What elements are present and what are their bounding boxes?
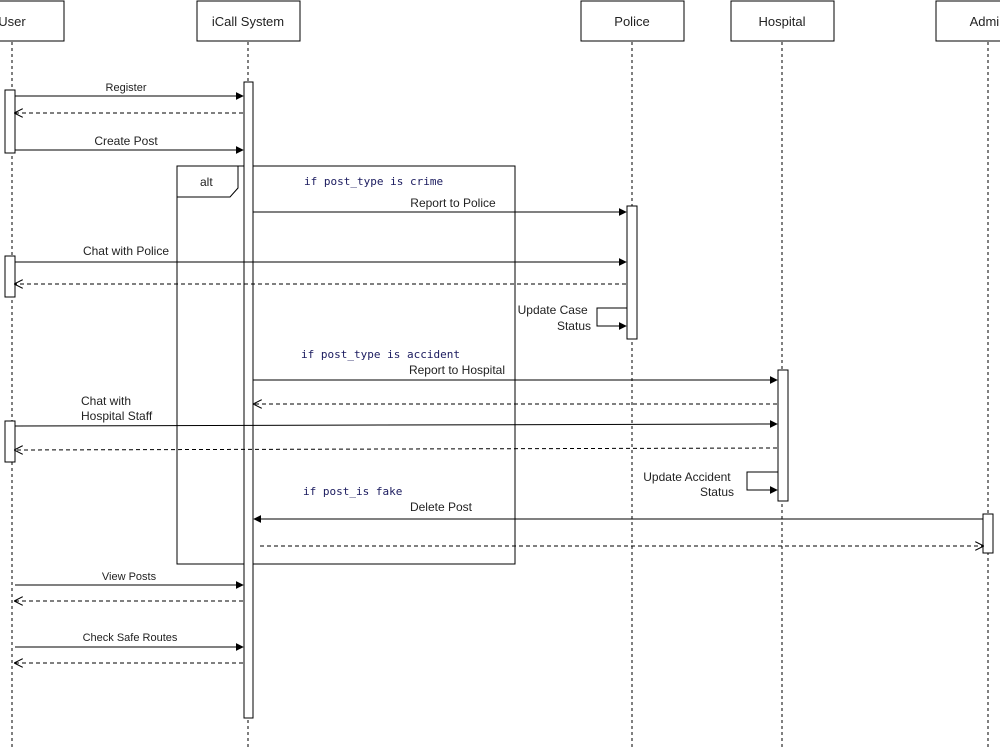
message-label-line: Update Case: [518, 303, 588, 317]
activation-user-1: [4, 89, 16, 154]
message-label-line: Hospital Staff: [81, 409, 153, 423]
activation-icall: [243, 81, 254, 719]
message-label: Register: [106, 82, 147, 94]
messages: [14, 92, 983, 663]
activation-user-3: [4, 420, 16, 463]
message-label-multiline: Update Case Status: [518, 303, 591, 333]
guard-fake: if post_is fake: [303, 485, 402, 498]
participant-admin[interactable]: Admin: [935, 0, 1000, 42]
participant-icall[interactable]: iCall System: [196, 0, 301, 42]
message-label: Chat with Police: [83, 244, 169, 258]
participant-label: Admin: [970, 14, 1000, 29]
self-call-arrow[interactable]: [746, 471, 778, 494]
alt-fragment-label: alt: [200, 175, 213, 189]
participant-label: iCall System: [212, 14, 284, 29]
participant-police[interactable]: Police: [580, 0, 685, 42]
activation-admin: [982, 513, 994, 554]
message-label-multiline: Chat with Hospital Staff: [81, 394, 153, 423]
message-label: Check Safe Routes: [83, 632, 178, 644]
participant-label: Police: [614, 14, 649, 29]
message-label: Create Post: [94, 134, 158, 148]
participant-label: Hospital: [759, 14, 806, 29]
message-label-multiline: Update Accident Status: [643, 470, 734, 499]
message-label: Report to Hospital: [409, 363, 505, 377]
message-arrow[interactable]: [14, 420, 778, 429]
activation-hospital: [777, 369, 789, 502]
participant-label: User: [0, 14, 26, 29]
message-label-line: Chat with: [81, 394, 131, 408]
alt-fragment[interactable]: alt: [176, 165, 516, 565]
alt-fragment-tab: [176, 165, 239, 198]
activation-user-2: [4, 255, 16, 298]
message-label: Report to Police: [410, 196, 496, 210]
guard-crime: if post_type is crime: [304, 175, 443, 188]
message-label: Delete Post: [410, 500, 473, 514]
return-arrow[interactable]: [15, 448, 778, 450]
guard-accident: if post_type is accident: [301, 348, 460, 361]
participant-hospital[interactable]: Hospital: [730, 0, 835, 42]
message-label-line: Status: [557, 319, 591, 333]
activation-police: [626, 205, 638, 340]
participant-user[interactable]: User: [0, 0, 65, 42]
message-label-line: Update Accident: [643, 470, 731, 484]
message-label: View Posts: [102, 571, 157, 583]
message-label-line: Status: [700, 485, 734, 499]
activations: [4, 81, 994, 719]
self-call-arrow[interactable]: [596, 307, 627, 330]
